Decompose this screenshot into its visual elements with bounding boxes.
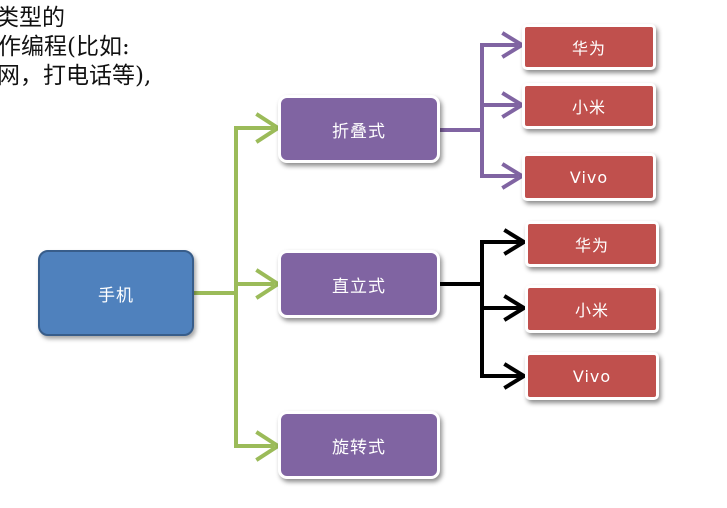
brand-label: Vivo (572, 366, 612, 386)
brand-label: 小米 (571, 98, 606, 117)
brand-node: Vivo (522, 153, 656, 201)
brand-node: 小米 (525, 285, 659, 333)
document-text: 类型的 作编程(比如: 网，打电话等), (0, 4, 260, 91)
category-label: 旋转式 (332, 437, 386, 458)
brand-label: Vivo (569, 167, 609, 187)
brand-node: Vivo (525, 352, 659, 400)
category-label: 直立式 (332, 276, 386, 297)
category2-connector (438, 228, 528, 390)
brand-label: 小米 (574, 301, 609, 320)
category-node: 折叠式 (278, 95, 440, 163)
category1-connector (438, 31, 526, 190)
category-label: 折叠式 (332, 121, 386, 142)
category-node: 旋转式 (278, 411, 440, 479)
document-line: 作编程(比如: (0, 34, 130, 60)
category-node: 直立式 (278, 250, 440, 318)
brand-node: 小米 (522, 83, 656, 129)
brand-label: 华为 (571, 39, 606, 58)
root-connector (193, 112, 282, 462)
brand-node: 华为 (522, 24, 656, 70)
brand-label: 华为 (574, 236, 609, 255)
document-line: 网，打电话等), (0, 63, 152, 89)
brand-node: 华为 (525, 221, 659, 267)
document-line: 类型的 (0, 5, 65, 31)
root-label: 手机 (98, 285, 134, 306)
root-node: 手机 (38, 250, 194, 336)
